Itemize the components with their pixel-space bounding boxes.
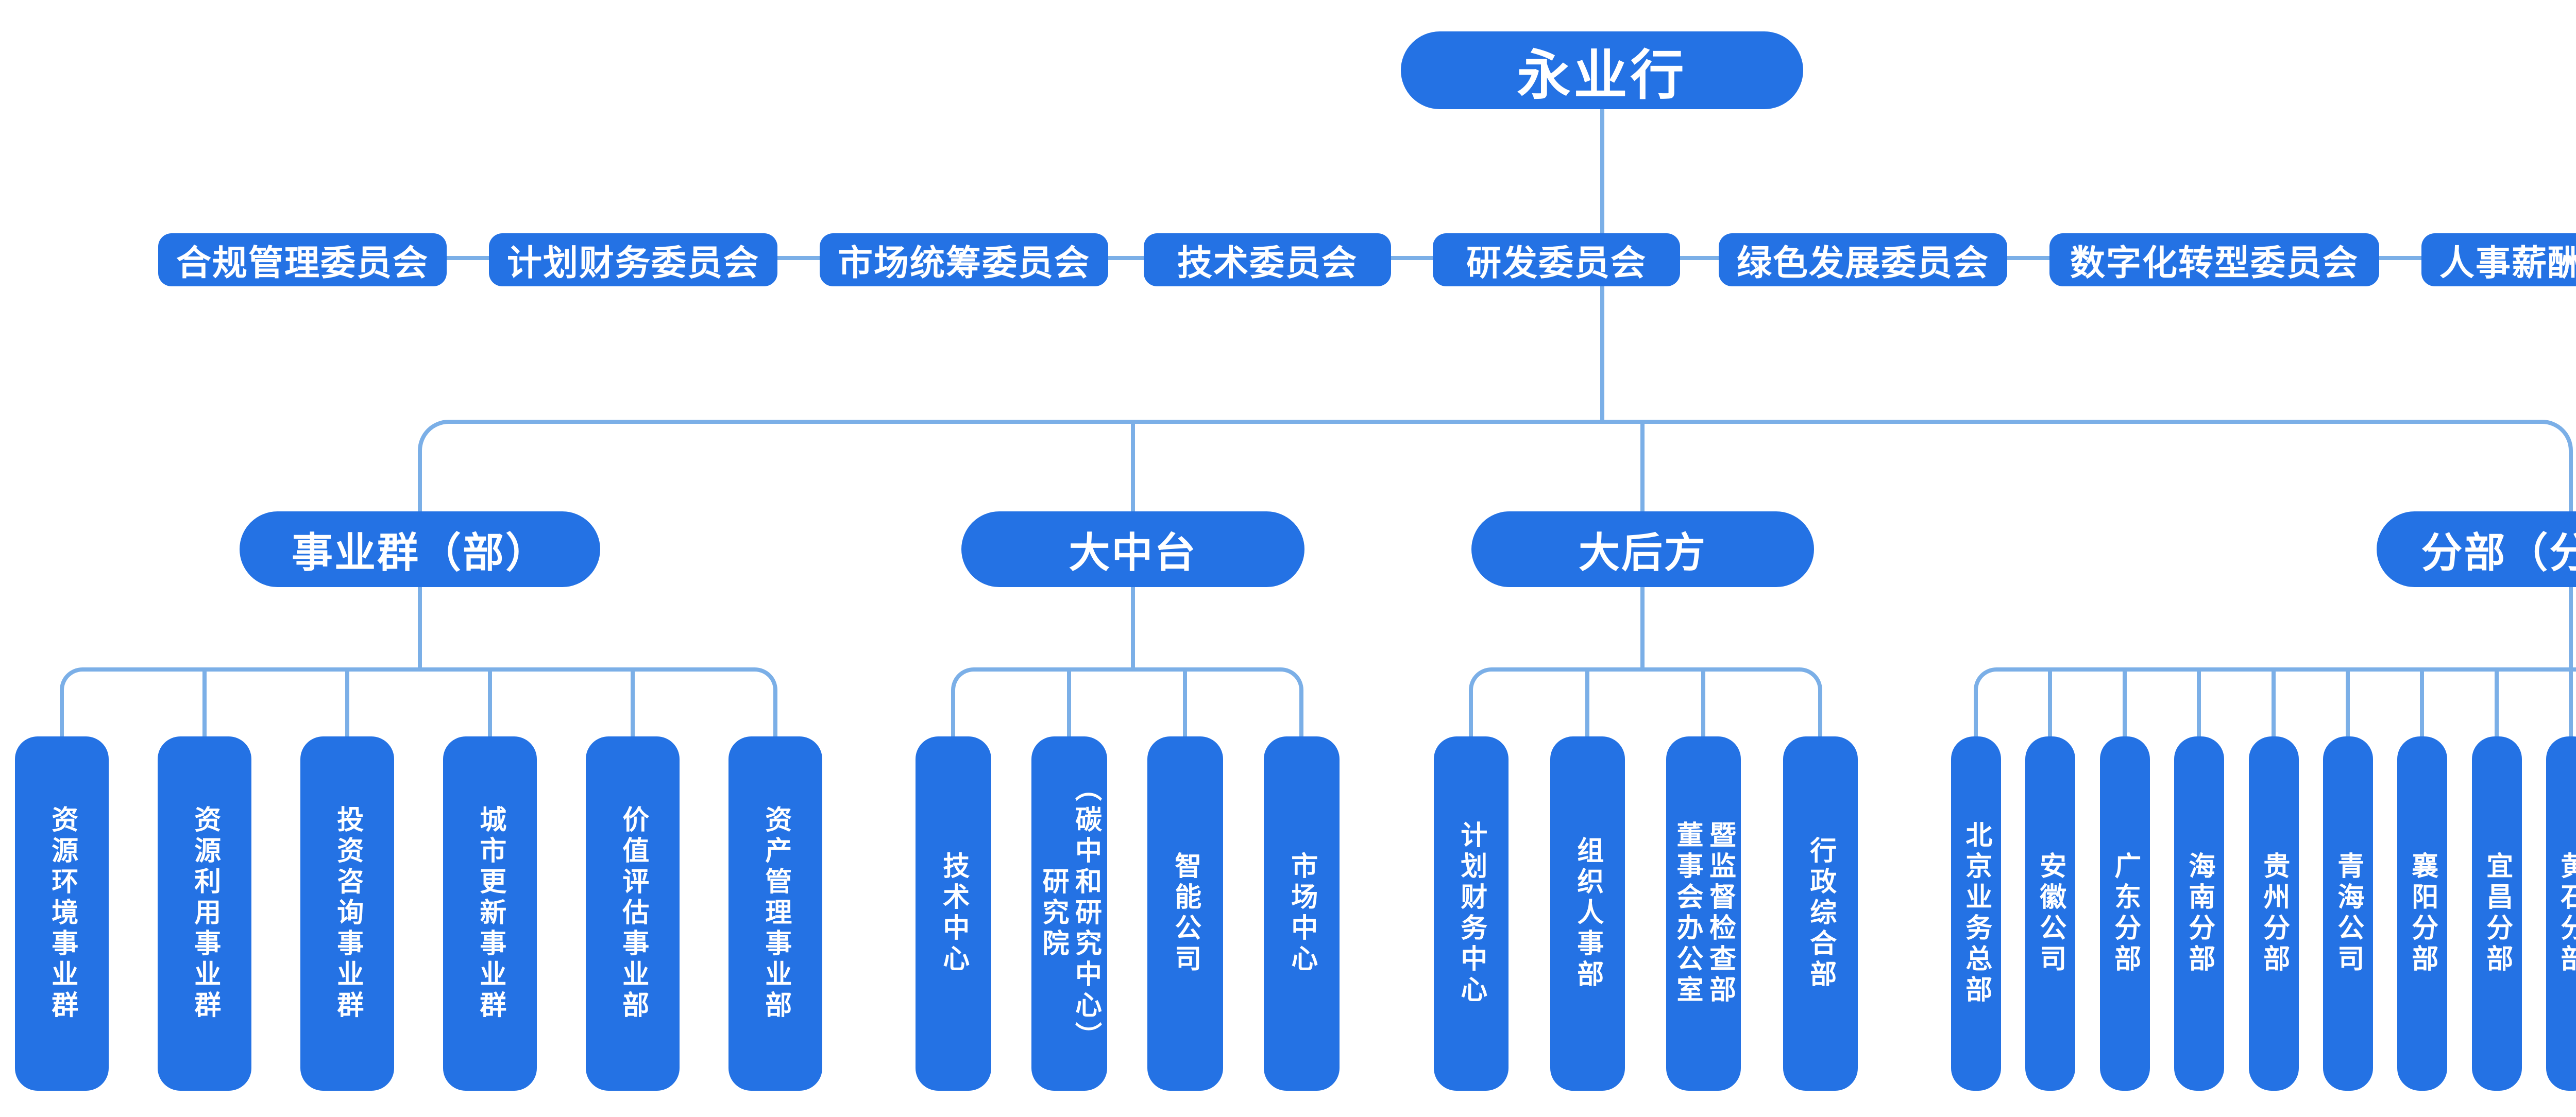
dept-node[interactable]: 北京业务总部 — [1951, 736, 2001, 1091]
branch-node[interactable]: 事业群（部） — [240, 511, 600, 587]
dept-node-label: 行政综合部 — [1805, 836, 1836, 991]
root-node[interactable]: 永业行 — [1401, 31, 1803, 109]
dept-node-label: 计划财务中心 — [1456, 821, 1486, 1006]
group-connector-line — [1003, 667, 1252, 672]
dept-node[interactable]: 投资咨询事业群 — [300, 736, 394, 1091]
group-parent-line — [2569, 587, 2573, 672]
branch-node[interactable]: 大中台 — [961, 511, 1304, 587]
group-connector-corner-right — [1252, 667, 1303, 736]
group-parent-line — [1640, 587, 1645, 672]
dept-node[interactable]: 海南分部 — [2174, 736, 2224, 1091]
dept-node[interactable]: 智能公司 — [1147, 736, 1223, 1091]
dept-node[interactable]: 安徽公司 — [2025, 736, 2075, 1091]
dept-node[interactable]: 黄石分部 — [2546, 736, 2576, 1091]
leaf-drop-line — [2569, 669, 2573, 736]
branch-drop-line — [1131, 422, 1135, 512]
dept-node-label: 北京业务总部 — [1961, 821, 1991, 1006]
committee-node[interactable]: 市场统筹委员会 — [820, 233, 1108, 286]
dept-node[interactable]: 贵州分部 — [2248, 736, 2299, 1091]
branch-node[interactable]: 分部（分公司） — [2377, 511, 2576, 587]
branch-drop-line — [1640, 422, 1645, 512]
dept-node-label: 资产管理事业部 — [760, 805, 791, 1022]
committee-node[interactable]: 研发委员会 — [1433, 233, 1680, 286]
dept-node-label: 市场中心 — [1286, 852, 1317, 975]
dept-node-label: 海南分部 — [2184, 852, 2214, 975]
dept-node-label: 青海公司 — [2333, 852, 2363, 975]
dept-node-label: 襄阳分部 — [2407, 852, 2437, 975]
dept-node[interactable]: 广东分部 — [2099, 736, 2150, 1091]
group-connector-line — [111, 667, 726, 672]
dept-node-label: 广东分部 — [2110, 852, 2140, 975]
committee-node[interactable]: 合规管理委员会 — [158, 233, 447, 286]
dept-node[interactable]: 技术中心 — [915, 736, 991, 1091]
group-connector-line — [1520, 667, 1771, 672]
group-connector-line — [2025, 667, 2576, 672]
dept-node[interactable]: 价值评估事业部 — [586, 736, 680, 1091]
dept-node-label: 价值评估事业部 — [618, 805, 648, 1022]
dept-node-label: 宜昌分部 — [2482, 852, 2512, 975]
group-connector-corner-left — [951, 667, 1003, 736]
dept-node-label: 资源利用事业群 — [190, 805, 220, 1022]
dept-node[interactable]: 组织人事部 — [1550, 736, 1625, 1091]
dept-node[interactable]: 资源利用事业群 — [158, 736, 251, 1091]
dept-node[interactable]: 资源环境事业群 — [15, 736, 109, 1091]
committee-node[interactable]: 计划财务委员会 — [489, 233, 777, 286]
dept-node-label: 技术中心 — [938, 852, 969, 975]
committee-node[interactable]: 绿色发展委员会 — [1719, 233, 2007, 286]
branch-node[interactable]: 大后方 — [1471, 511, 1814, 587]
leaf-drop-line — [1183, 669, 1187, 736]
dept-node[interactable]: 研究院 （碳中和研究中心） — [1031, 736, 1107, 1091]
committee-node[interactable]: 数字化转型委员会 — [2049, 233, 2379, 286]
committee-node[interactable]: 技术委员会 — [1144, 233, 1391, 286]
dept-node-label: 贵州分部 — [2259, 852, 2289, 975]
group-connector-corner-right — [726, 667, 777, 736]
leaf-drop-line — [202, 669, 207, 736]
leaf-drop-line — [2495, 669, 2499, 736]
dept-node-label: 城市更新事业群 — [475, 805, 505, 1022]
group-connector-corner-left — [1974, 667, 2025, 736]
leaf-drop-line — [2123, 669, 2127, 736]
leaf-drop-line — [345, 669, 349, 736]
dept-node[interactable]: 宜昌分部 — [2471, 736, 2522, 1091]
group-parent-line — [418, 587, 422, 672]
branch-connector-corner-right — [2511, 420, 2573, 511]
dept-node[interactable]: 资产管理事业部 — [728, 736, 822, 1091]
leaf-drop-line — [2048, 669, 2052, 736]
leaf-drop-line — [2420, 669, 2424, 736]
leaf-drop-line — [2197, 669, 2201, 736]
committee-node[interactable]: 人事薪酬委员会 — [2421, 233, 2576, 286]
leaf-drop-line — [2272, 669, 2276, 736]
dept-node[interactable]: 市场中心 — [1263, 736, 1340, 1091]
leaf-drop-line — [488, 669, 492, 736]
dept-node-label: 黄石分部 — [2556, 852, 2576, 975]
dept-node[interactable]: 董事会办公室 暨监督检查部 — [1666, 736, 1741, 1091]
dept-node-label: 投资咨询事业群 — [332, 805, 363, 1022]
branch-connector-line — [480, 420, 2511, 424]
dept-node-label: 资源环境事业群 — [47, 805, 77, 1022]
leaf-drop-line — [1585, 669, 1589, 736]
dept-node[interactable]: 襄阳分部 — [2397, 736, 2447, 1091]
dept-node-label: 安徽公司 — [2035, 852, 2065, 975]
group-connector-corner-left — [60, 667, 111, 736]
dept-node[interactable]: 青海公司 — [2323, 736, 2373, 1091]
leaf-drop-line — [631, 669, 635, 736]
dept-node-label: 董事会办公室 暨监督检查部 — [1672, 821, 1735, 1006]
branch-connector-corner-left — [418, 420, 480, 511]
group-connector-corner-right — [1771, 667, 1822, 736]
leaf-drop-line — [2346, 669, 2350, 736]
leaf-drop-line — [1067, 669, 1071, 736]
group-parent-line — [1131, 587, 1135, 672]
dept-node-label: 智能公司 — [1170, 852, 1200, 975]
dept-node[interactable]: 行政综合部 — [1783, 736, 1858, 1091]
dept-node[interactable]: 计划财务中心 — [1433, 736, 1509, 1091]
leaf-drop-line — [1701, 669, 1705, 736]
dept-node-label: 组织人事部 — [1572, 836, 1603, 991]
dept-node-label: 研究院 （碳中和研究中心） — [1038, 775, 1101, 1053]
group-connector-corner-left — [1469, 667, 1520, 736]
dept-node[interactable]: 城市更新事业群 — [443, 736, 537, 1091]
